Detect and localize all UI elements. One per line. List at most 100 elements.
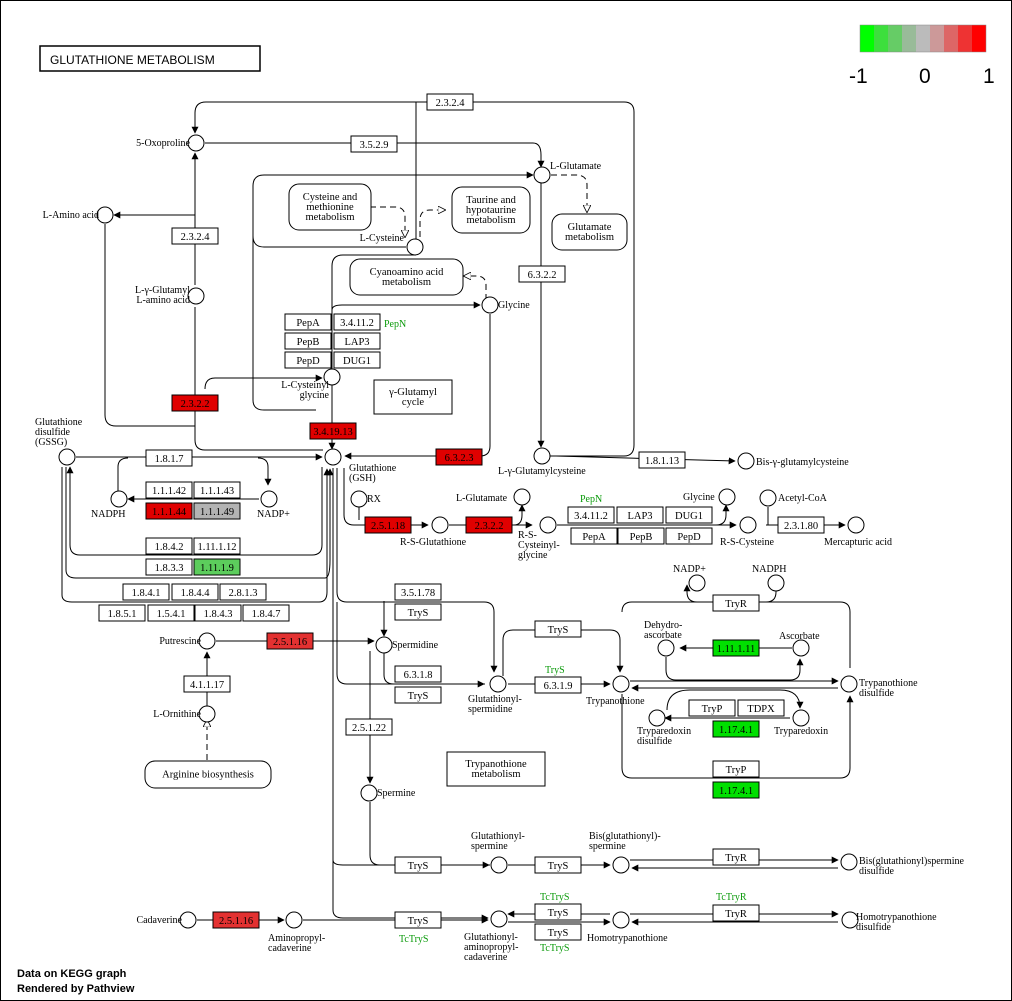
enzyme-e8[interactable]: LAP3 <box>333 332 381 350</box>
enzyme-box[interactable] <box>309 422 357 440</box>
compound-lglutamate1[interactable]: L-Glutamate <box>533 161 602 184</box>
enzyme-e1[interactable]: 2.3.2.4 <box>426 93 474 111</box>
compound-circle[interactable] <box>96 206 114 224</box>
compound-circle[interactable] <box>490 910 508 928</box>
enzyme-box[interactable] <box>193 537 241 555</box>
compound-circle[interactable] <box>847 516 865 534</box>
enzyme-box[interactable] <box>394 686 442 704</box>
enzyme-box[interactable] <box>183 675 231 693</box>
enzyme-e33[interactable]: 1.8.4.1 <box>122 583 170 601</box>
enzyme-e55[interactable]: 2.5.1.22 <box>345 718 393 736</box>
enzyme-box[interactable] <box>394 856 442 874</box>
enzyme-e21[interactable]: 2.3.2.2 <box>465 516 513 534</box>
compound-circle[interactable] <box>657 639 675 657</box>
compound-circle[interactable] <box>324 448 342 466</box>
enzyme-box[interactable] <box>712 760 760 778</box>
compound-circle[interactable] <box>792 709 810 727</box>
enzyme-box[interactable] <box>193 481 241 499</box>
enzyme-box[interactable] <box>193 502 241 520</box>
compound-cadaverine[interactable]: Cadaverine <box>136 911 197 929</box>
compound-circle[interactable] <box>198 632 216 650</box>
enzyme-e15[interactable]: 1.8.1.13 <box>638 451 686 469</box>
compound-circle[interactable] <box>490 856 508 874</box>
compound-lcysteine[interactable]: L-Cysteine <box>360 233 424 256</box>
compound-glycine2[interactable]: Glycine <box>683 488 736 506</box>
compound-circle[interactable] <box>285 911 303 929</box>
compound-mercap[interactable]: Mercapturic acid <box>824 516 892 548</box>
enzyme-box[interactable] <box>394 583 442 601</box>
enzyme-e3[interactable]: 2.3.2.4 <box>171 227 219 245</box>
compound-circle[interactable] <box>323 368 341 386</box>
enzyme-e46[interactable]: 6.3.1.9 <box>534 676 582 694</box>
enzyme-e11[interactable]: 2.3.2.2 <box>171 394 219 412</box>
enzyme-box[interactable] <box>737 699 785 717</box>
map-box[interactable] <box>446 751 546 787</box>
enzyme-e40[interactable]: 3.5.1.78 <box>394 583 442 601</box>
compound-glutspm[interactable]: Glutathionyl-spermine <box>471 831 525 874</box>
enzyme-box[interactable] <box>394 603 442 621</box>
enzyme-box[interactable] <box>147 604 195 622</box>
enzyme-box[interactable] <box>638 451 686 469</box>
enzyme-box[interactable] <box>193 558 241 576</box>
enzyme-e62[interactable]: TryS <box>534 923 582 941</box>
enzyme-box[interactable] <box>145 558 193 576</box>
compound-rscysgly[interactable]: R-S-Cysteinyl-glycine <box>518 516 560 561</box>
enzyme-box[interactable] <box>665 506 713 524</box>
compound-trypredox[interactable]: Tryparedoxin <box>774 709 828 737</box>
compound-circle[interactable] <box>648 709 666 727</box>
enzyme-box[interactable] <box>712 848 760 866</box>
compound-circle[interactable] <box>688 574 706 592</box>
compound-circle[interactable] <box>360 784 378 802</box>
enzyme-e7[interactable]: PepB <box>284 332 332 350</box>
enzyme-box[interactable] <box>345 718 393 736</box>
compound-rx[interactable]: RX <box>350 490 382 508</box>
enzyme-e35[interactable]: 2.8.1.3 <box>219 583 267 601</box>
enzyme-e60[interactable]: TryS <box>394 911 442 929</box>
compound-nadph2[interactable]: NADPH <box>752 564 786 592</box>
enzyme-box[interactable] <box>534 676 582 694</box>
enzyme-e37[interactable]: 1.5.4.1 <box>147 604 195 622</box>
enzyme-box[interactable] <box>242 604 290 622</box>
enzyme-e42[interactable]: 2.5.1.16 <box>266 632 314 650</box>
compound-circle[interactable] <box>612 675 630 693</box>
enzyme-box[interactable] <box>171 394 219 412</box>
enzyme-e23[interactable]: LAP3 <box>616 506 664 524</box>
compound-5oxoproline[interactable]: 5-Oxoproline <box>136 134 205 152</box>
enzyme-e19[interactable]: 1.1.1.49 <box>193 502 241 520</box>
map-box[interactable] <box>288 183 372 231</box>
compound-circle[interactable] <box>718 488 736 506</box>
enzyme-box[interactable] <box>219 583 267 601</box>
enzyme-box[interactable] <box>712 904 760 922</box>
compound-nadp2[interactable]: NADP+ <box>673 564 706 592</box>
compound-rsglut[interactable]: R-S-Glutathione <box>400 516 467 548</box>
compound-laminoacid[interactable]: L-Amino acid <box>43 206 114 224</box>
enzyme-e51[interactable]: TDPX <box>737 699 785 717</box>
enzyme-box[interactable] <box>212 911 260 929</box>
enzyme-box[interactable] <box>534 620 582 638</box>
compound-circle[interactable] <box>431 516 449 534</box>
enzyme-e41[interactable]: TryS <box>394 603 442 621</box>
enzyme-e48[interactable]: TryR <box>712 594 760 612</box>
enzyme-box[interactable] <box>435 448 483 466</box>
enzyme-e53[interactable]: TryP <box>712 760 760 778</box>
enzyme-e54[interactable]: 1.17.4.1 <box>712 781 760 799</box>
enzyme-e9[interactable]: PepD <box>284 351 332 369</box>
enzyme-box[interactable] <box>394 665 442 683</box>
enzyme-box[interactable] <box>712 594 760 612</box>
compound-putrescine[interactable]: Putrescine <box>159 632 216 650</box>
compound-circle[interactable] <box>612 911 630 929</box>
enzyme-e25[interactable]: PepA <box>570 527 618 545</box>
enzyme-box[interactable] <box>777 516 825 534</box>
compound-circle[interactable] <box>840 675 858 693</box>
enzyme-e52[interactable]: 1.17.4.1 <box>712 720 760 738</box>
enzyme-e28[interactable]: 2.3.1.80 <box>777 516 825 534</box>
compound-circle[interactable] <box>179 911 197 929</box>
enzyme-e14[interactable]: 1.8.1.7 <box>145 449 193 467</box>
enzyme-box[interactable] <box>616 506 664 524</box>
